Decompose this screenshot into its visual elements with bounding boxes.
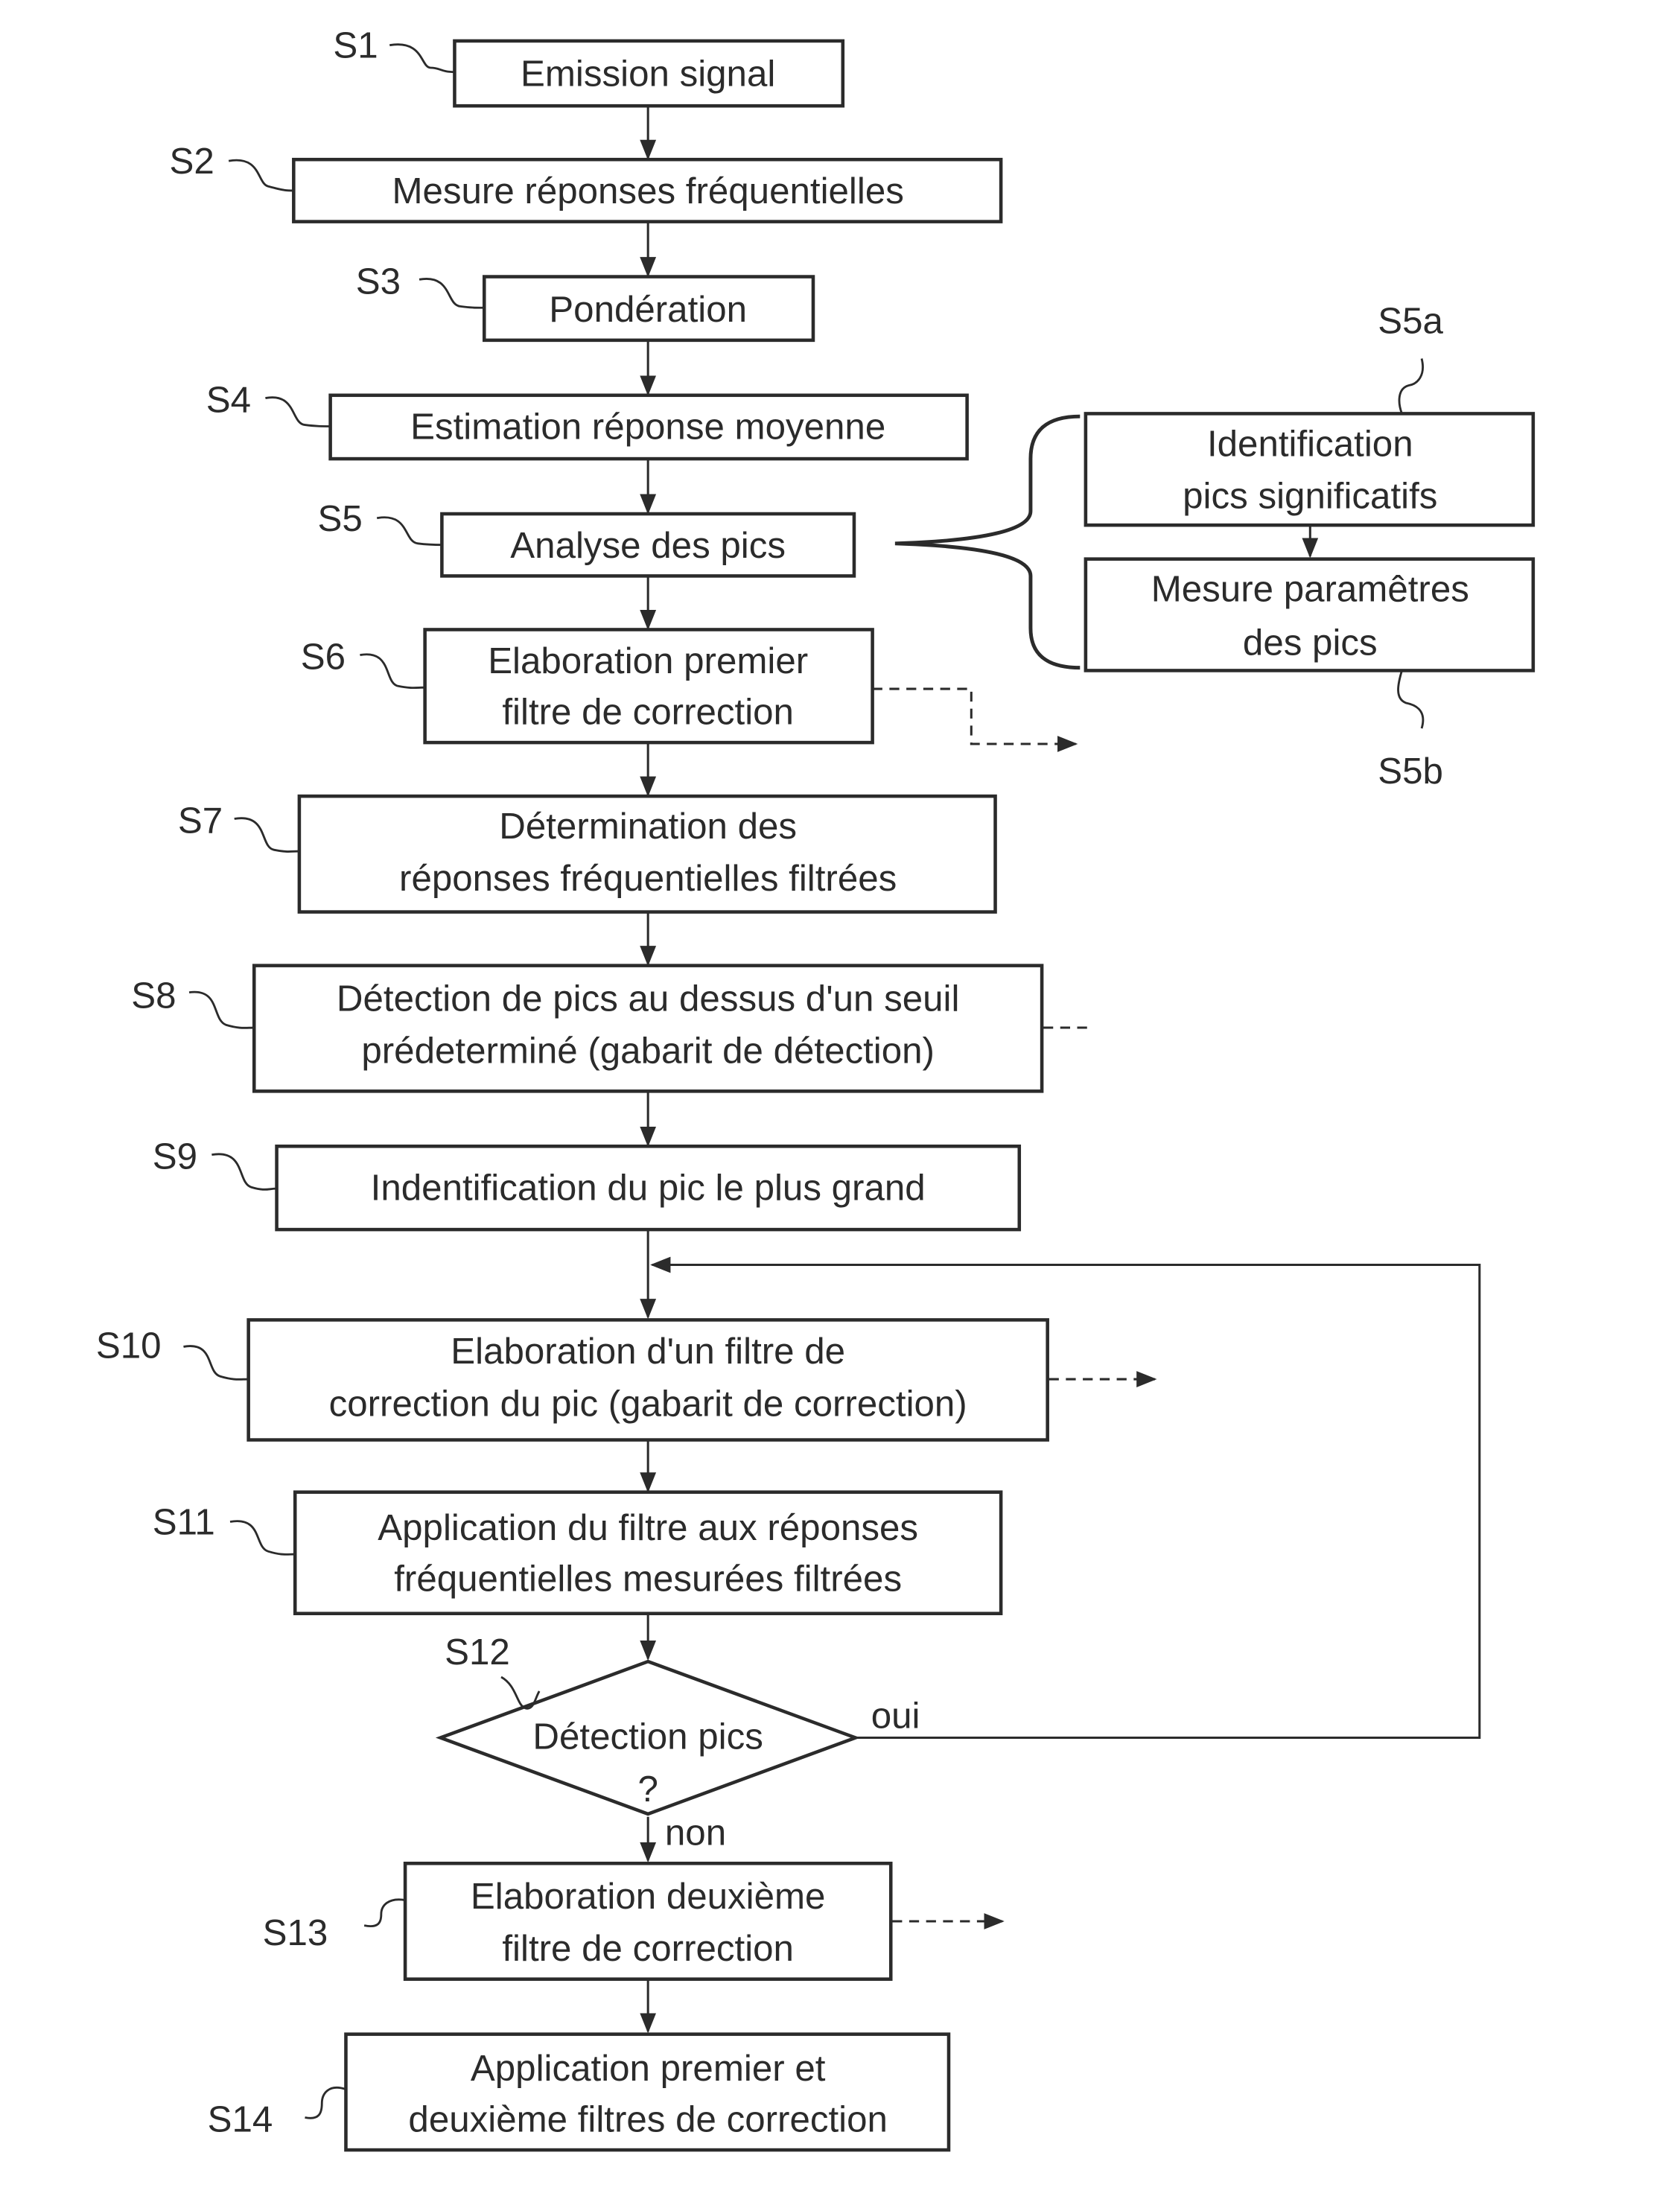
leader-s5 [376,516,442,547]
step-s11-label-line2: fréquentielles mesurées filtrées [394,1558,902,1599]
step-s4: Estimation réponse moyenne S4 [206,380,969,461]
leader-s8 [188,990,255,1029]
step-s10-label-line2: correction du pic (gabarit de correction… [329,1383,967,1424]
step-s1-label: Emission signal [521,54,775,95]
step-s6-label-line1: Elaboration premier [488,640,808,681]
step-s13: Elaboration deuxième filtre de correctio… [263,1861,893,1981]
ref-s7: S7 [178,800,223,841]
substep-s5a-label-line2: pics significatifs [1183,475,1437,516]
step-s14: Application premier et deuxième filtres … [208,2032,951,2152]
step-s5-label: Analyse des pics [510,525,786,566]
step-s1: Emission signal S1 [333,25,845,108]
step-s11-label-line1: Application du filtre aux réponses [378,1507,918,1548]
leader-s11 [229,1520,296,1556]
branch-label-oui: oui [871,1695,920,1736]
step-s9-label: Indentification du pic le plus grand [371,1167,926,1208]
branch-label-non: non [665,1813,726,1854]
substep-s5b-label-line1: Mesure paramêtres [1151,569,1469,610]
step-s2-label: Mesure réponses fréquentielles [392,171,903,211]
step-s11: Application du filtre aux réponses fréqu… [153,1490,1003,1615]
step-s14-label-line2: deuxième filtres de correction [408,2099,888,2139]
ref-s13: S13 [263,1912,328,1953]
step-s3: Pondération S3 [356,261,815,343]
decision-s12-label: Détection pics [532,1716,763,1757]
step-s6-label-line2: filtre de correction [502,691,794,732]
decision-s12: Détection pics ? S12 oui non [435,1632,920,1854]
leader-s12 [500,1676,541,1710]
substep-s5b: Mesure paramêtres des pics S5b [1084,557,1536,792]
step-s8: Détection de pics au dessus d'un seuil p… [131,964,1044,1093]
ref-s10: S10 [96,1326,162,1366]
leader-s6 [360,653,425,690]
step-s8-label-line1: Détection de pics au dessus d'un seuil [337,978,960,1019]
leader-s1 [389,43,455,74]
ref-s5b: S5b [1378,751,1443,792]
ref-s5a: S5a [1378,300,1443,341]
ref-s4: S4 [206,380,251,421]
step-s5: Analyse des pics S5 [318,498,856,578]
step-s10-label-line1: Elaboration d'un filtre de [451,1331,845,1372]
leader-s7 [234,817,299,853]
step-s13-label-line1: Elaboration deuxième [471,1876,826,1917]
step-s9: Indentification du pic le plus grand S9 [153,1136,1022,1232]
loop-back-oui-arrow [650,1256,1481,1740]
step-s4-label: Estimation réponse moyenne [410,407,885,448]
step-s10: Elaboration d'un filtre de correction du… [96,1318,1049,1442]
step-s6: Elaboration premier filtre de correction… [301,628,874,745]
ref-s5: S5 [318,498,363,539]
leader-s3 [419,278,485,309]
connectors [640,106,1481,2034]
dashed-output-s6 [872,687,1078,752]
ref-s3: S3 [356,261,401,302]
leader-s9 [211,1153,277,1191]
step-s8-label-line2: prédeterminé (gabarit de détection) [361,1030,935,1071]
step-s7-label-line2: réponses fréquentielles filtrées [399,858,897,899]
step-s7-label-line1: Détermination des [499,806,797,847]
step-s3-label: Pondération [549,289,747,330]
step-s13-label-line2: filtre de correction [502,1928,794,1969]
substep-s5a: Identification pics significatifs S5a [1084,300,1536,527]
ref-s11: S11 [153,1502,215,1543]
leader-s5b [1397,670,1425,729]
ref-s12: S12 [445,1632,510,1673]
leader-s10 [183,1345,249,1381]
leader-s14 [305,2087,346,2119]
leader-s2 [228,159,294,192]
ref-s8: S8 [131,975,176,1016]
leader-s13 [363,1898,406,1927]
step-s14-label-line1: Application premier et [471,2048,826,2089]
decision-s12-question: ? [637,1769,658,1810]
ref-s2: S2 [169,141,214,182]
substep-s5b-label-line2: des pics [1243,623,1378,664]
leader-s5a [1398,358,1424,414]
ref-s9: S9 [153,1136,197,1177]
ref-s6: S6 [301,637,346,678]
step-s7: Détermination des réponses fréquentielle… [178,794,997,914]
ref-s1: S1 [333,25,378,66]
brace-s5-detail [894,414,1081,670]
ref-s14: S14 [208,2099,273,2139]
step-s2: Mesure réponses fréquentielles S2 [169,141,1003,223]
substep-s5a-label-line1: Identification [1207,423,1413,464]
leader-s4 [265,396,331,427]
